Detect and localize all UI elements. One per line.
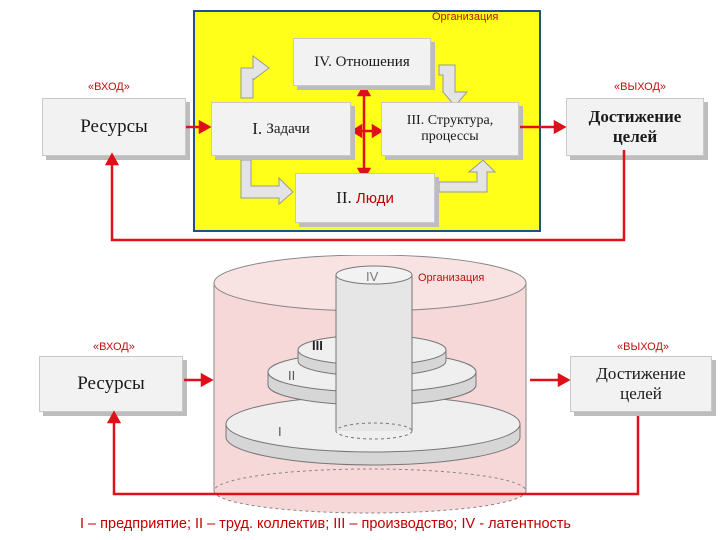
arrow-bottom-left [240,159,294,206]
bottom-resources-text: Ресурсы [77,373,145,394]
bottom-goals-line2: целей [620,384,662,403]
feedback-arrow-head [104,152,120,166]
level-i-label: I [278,424,282,439]
tasks-box: I. Задачи [211,102,351,156]
bottom-organization-label: Организация [418,272,485,284]
column-iv [335,265,413,440]
bottom-resources-box: Ресурсы [39,356,183,412]
structure-line2: процессы [421,129,479,144]
organization-cylinder [213,255,527,514]
cycle-arrows [240,55,497,206]
bottom-goals-box: Достижение целей [570,356,712,412]
level-ii-label: II [288,368,296,383]
legend-text: I – предприятие; II – труд. коллектив; I… [80,516,571,532]
structure-line1: III. Структура, [406,112,494,128]
relations-box: IV. Отношения [293,38,431,86]
top-goals-line1: Достижение [588,107,682,127]
bottom-goals-line1: Достижение [596,364,686,384]
top-flow-arrows [104,119,626,242]
people-box: II. Люди [295,173,435,223]
top-output-label: «ВЫХОД» [614,81,667,93]
tasks-structure-arrow [350,123,384,139]
structure-box: III. Структура, процессы [381,102,519,156]
tasks-num: I. [252,119,263,138]
bottom-output-arrow-head [557,372,571,388]
top-resources-box: Ресурсы [42,98,186,156]
bottom-input-label: «ВХОД» [93,341,135,353]
level-iv-label: IV [366,269,379,284]
top-goals-box: Достижение целей [566,98,704,156]
level-iii-label: III [312,338,323,353]
relations-num: IV. [314,53,332,70]
top-input-label: «ВХОД» [88,81,130,93]
bottom-flow-arrows [106,372,640,496]
bottom-feedback-arrow-head [106,410,122,424]
arrow-top-left [240,55,270,99]
input-arrow-head [198,119,212,135]
top-organization-label: Организация [432,11,499,23]
bottom-input-arrow-head [200,372,214,388]
bottom-output-label: «ВЫХОД» [617,341,670,353]
bottom-feedback-loop [112,416,640,496]
people-num: II. [336,188,352,207]
relations-text: Отношения [335,53,410,70]
people-text: Люди [355,189,394,207]
arrow-bottom-right [438,159,497,193]
feedback-loop [110,150,626,242]
output-arrow-head [553,119,567,135]
tasks-text: Задачи [266,120,310,137]
top-goals-line2: целей [612,127,658,146]
top-resources-text: Ресурсы [80,116,148,137]
